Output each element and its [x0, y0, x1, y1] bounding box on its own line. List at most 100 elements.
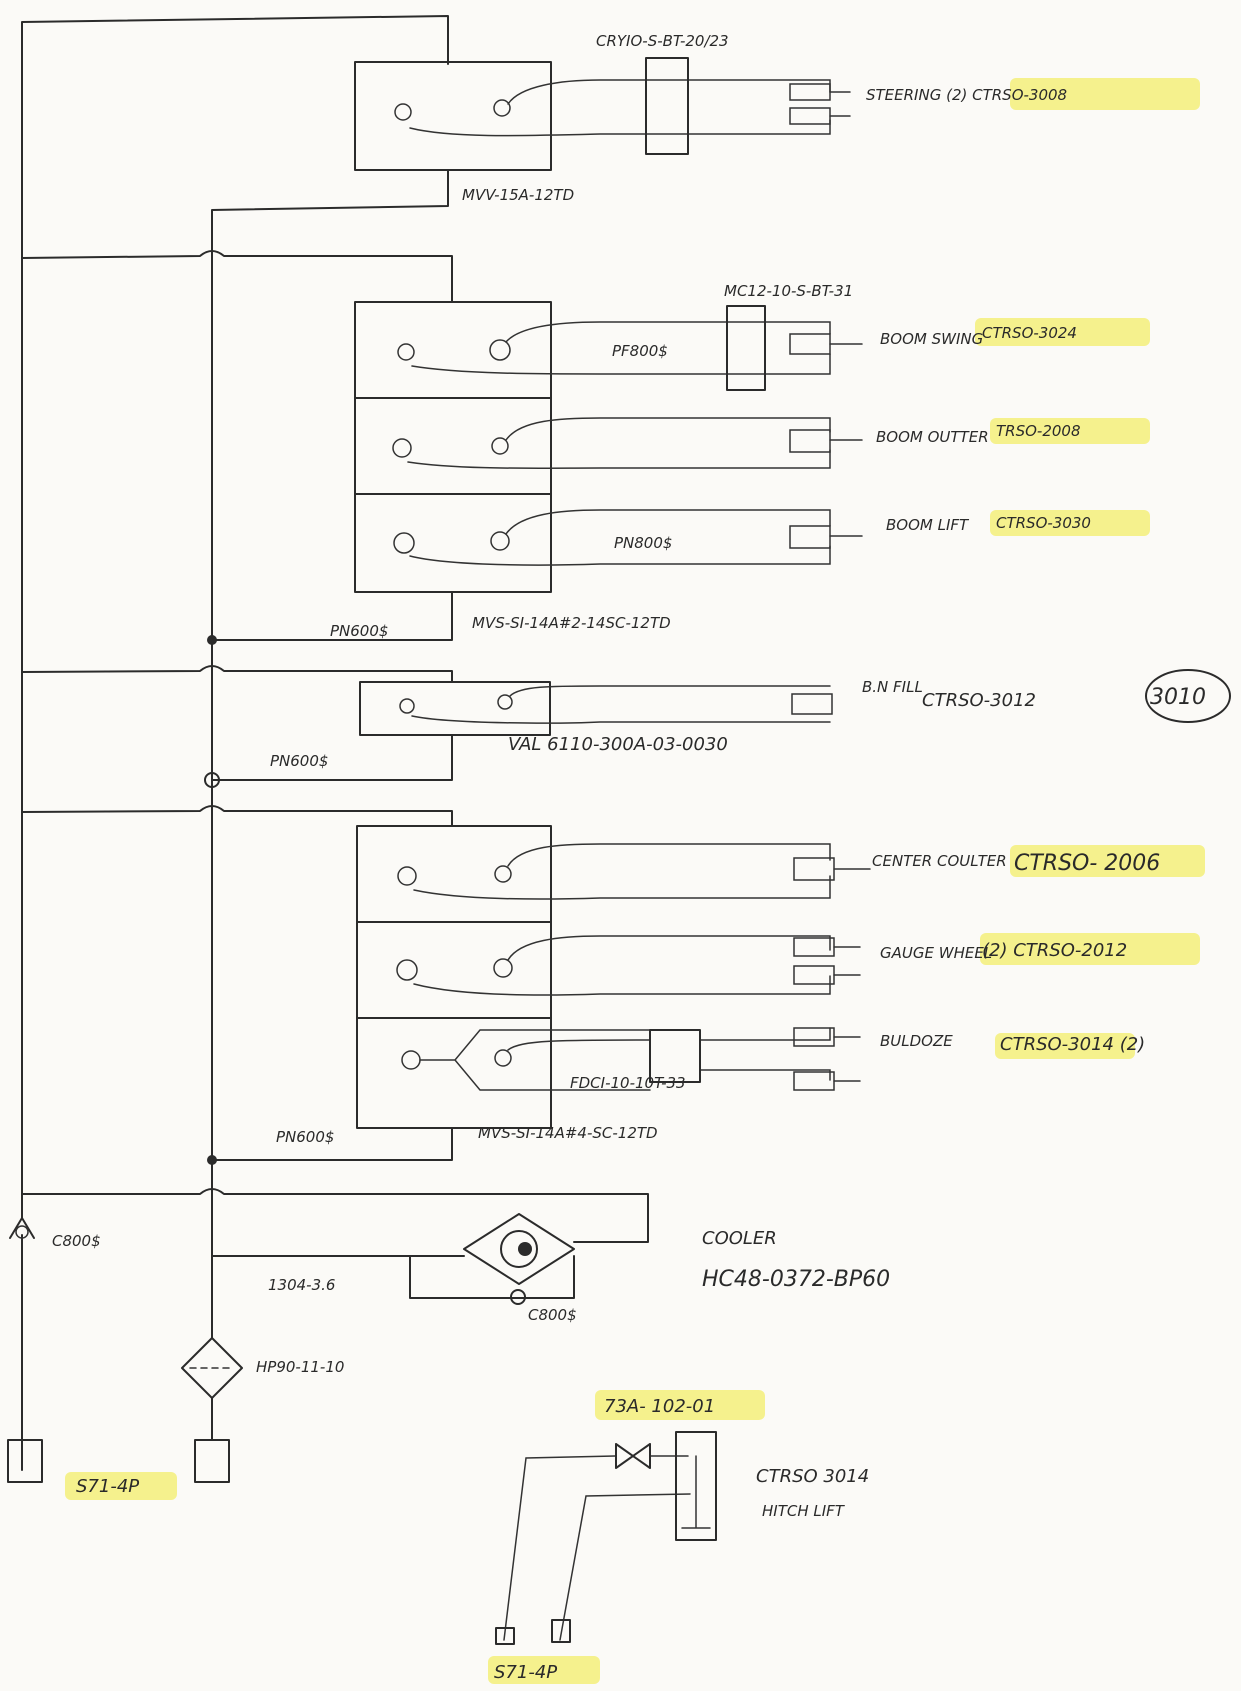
fitting-block: [645, 57, 689, 155]
label-fdci: FDCI-10-10T-33: [570, 1074, 686, 1092]
highlight-ctrso2012: [980, 933, 1200, 965]
check-valve-left: [9, 1217, 35, 1239]
highlight-ctrso3024: [975, 318, 1150, 346]
valve-block-4: [356, 825, 871, 1129]
label-cooler: COOLER: [702, 1228, 777, 1249]
note-circle: [1145, 669, 1231, 723]
port-circle: [397, 866, 417, 886]
valve-section: [354, 61, 552, 171]
cylinder: [793, 937, 835, 957]
valve-section: [356, 921, 552, 1019]
cylinder: [793, 965, 835, 985]
valve-section: [354, 493, 552, 593]
cooler-loop: [21, 1188, 649, 1299]
label-1304: 1304-3.6: [268, 1276, 335, 1294]
label-cryio: CRYIO-S-BT-20/23: [596, 32, 729, 50]
highlight-ctrso3014: [995, 1033, 1135, 1059]
label-ctrso3030: CTRSO-3030: [996, 514, 1091, 532]
check-valve-circle: [510, 1289, 526, 1305]
port-circle: [497, 694, 513, 710]
cooler-diamond: [463, 1213, 575, 1285]
label-ctrso2012: (2) CTRSO-2012: [982, 940, 1127, 961]
label-mc12: MC12-10-S-BT-31: [724, 282, 853, 300]
label-trso2008: TRSO-2008: [996, 422, 1081, 440]
port-circle: [396, 959, 418, 981]
label-boom-outer: BOOM OUTTER: [876, 428, 989, 446]
check-valve-v: [9, 1217, 35, 1239]
cylinder: [789, 107, 831, 125]
highlight-ctrso2006: [1010, 845, 1205, 877]
label-boom-swing: BOOM SWING: [880, 330, 983, 348]
hose-line: [413, 935, 831, 996]
hose-line: [409, 79, 831, 137]
cylinder: [791, 693, 833, 715]
valve-section: [354, 301, 552, 399]
label-hitch-lift: HITCH LIFT: [762, 1502, 846, 1520]
port-circle: [494, 865, 512, 883]
rod-line: [833, 868, 871, 1082]
label-hitch-pn: CTRSO 3014: [756, 1466, 869, 1487]
fitting-block: [726, 305, 766, 391]
rod-line: [829, 91, 851, 117]
hose-line: [413, 843, 831, 900]
label-pn600-1: PN600$: [330, 622, 388, 640]
hose-line: [409, 509, 831, 566]
cooler-fan-ring: [500, 1230, 538, 1268]
hitch-valve: [615, 1443, 651, 1469]
hose-line: [419, 1027, 831, 1091]
label-boom-lift: BOOM LIFT: [886, 516, 970, 534]
hitch-port-a: [495, 1627, 515, 1645]
junction-circle: [204, 772, 220, 788]
label-pf800: PF800$: [612, 342, 668, 360]
label-gauge-wheel: GAUGE WHEEL: [880, 944, 992, 962]
hose-line: [407, 417, 831, 469]
cylinder: [789, 525, 831, 549]
port-circle: [490, 531, 510, 551]
hose-line: [411, 321, 831, 375]
branch-line-3-return: [211, 1127, 453, 1161]
filter-symbol: [181, 1337, 243, 1399]
label-c800-left: C800$: [52, 1232, 101, 1250]
label-ctrso2006: CTRSO- 2006: [1014, 851, 1160, 876]
cylinder: [793, 1027, 835, 1047]
label-filter: HP90-11-10: [256, 1358, 344, 1376]
label-bulldoze: BULDOZE: [880, 1032, 953, 1050]
port-circle: [397, 343, 415, 361]
cooler-symbol: [463, 1213, 575, 1305]
branch-line-2-return: [211, 734, 453, 781]
branch-line-1-return: [211, 591, 453, 641]
highlight-s71-bottom: [488, 1656, 600, 1684]
hose-line: [411, 685, 831, 724]
highlight-s71-left: [65, 1472, 177, 1500]
hitch-cylinder: [675, 1431, 717, 1541]
cylinder: [789, 83, 831, 101]
label-val: VAL 6110-300A-03-0030: [508, 734, 728, 755]
rod-line: [829, 343, 863, 537]
label-73a: 73A- 102-01: [604, 1396, 715, 1417]
cooler-fan-hub: [518, 1242, 532, 1256]
port-circle: [392, 438, 412, 458]
hitch-port-b: [551, 1619, 571, 1643]
labels: CRYIO-S-BT-20/23 STEERING (2) CTRSO-3008…: [52, 32, 1206, 1683]
port-circle: [494, 1049, 512, 1067]
cylinder: [789, 333, 831, 355]
hitch-lift-circuit: [495, 1431, 717, 1645]
highlight-73a: [595, 1390, 765, 1420]
hitch-rod: [681, 1455, 711, 1529]
label-mvs-2: MVS-SI-14A#2-14SC-12TD: [472, 614, 671, 632]
cylinder: [793, 857, 835, 881]
port-circle: [399, 698, 415, 714]
port-circle: [393, 532, 415, 554]
label-pn600-2: PN600$: [270, 752, 328, 770]
label-cooler-pn: HC48-0372-BP60: [702, 1267, 890, 1292]
label-s71-bottom: S71-4P: [494, 1662, 557, 1683]
label-ctrso3012: CTRSO-3012: [922, 690, 1036, 711]
label-center-coulter: CENTER COULTER: [872, 852, 1007, 870]
highlight-ctrso3030: [990, 510, 1150, 536]
label-steering: STEERING (2) CTRSO-3008: [866, 86, 1067, 104]
branch-line-1: [21, 250, 453, 303]
branch-line-2: [21, 665, 453, 683]
highlight-steering: [1010, 78, 1200, 110]
flow-divider-block: [649, 1029, 701, 1083]
valve-block-3: [359, 681, 833, 736]
